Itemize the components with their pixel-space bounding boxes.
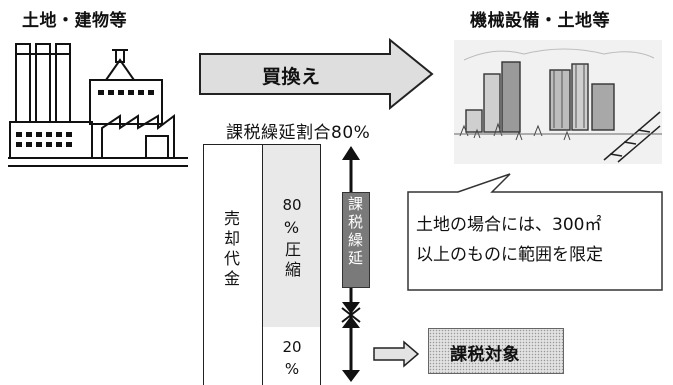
taxable-target-box bbox=[428, 328, 564, 374]
deferral-bar bbox=[342, 192, 370, 288]
left-title: 土地・建物等 bbox=[22, 11, 127, 31]
compressed-percent: 80 bbox=[282, 196, 302, 214]
callout-shape bbox=[407, 173, 663, 291]
deferral-label: 課税繰延 bbox=[346, 196, 364, 268]
remaining-unit: % bbox=[284, 360, 300, 378]
callout-line-1: 土地の場合には、300㎡ bbox=[416, 215, 602, 235]
replacement-arrow bbox=[199, 38, 434, 110]
callout-line-2: 以上のものに範囲を限定 bbox=[416, 245, 603, 265]
right-title: 機械設備・土地等 bbox=[470, 11, 610, 31]
sale-proceeds-column bbox=[203, 144, 263, 385]
compressed-label: %圧縮 bbox=[282, 218, 301, 281]
factory-icon bbox=[8, 43, 188, 167]
remaining-portion bbox=[263, 327, 321, 385]
arrow-label: 買換え bbox=[262, 66, 321, 88]
industrial-scene-icon bbox=[454, 40, 662, 164]
callout-text: 土地の場合には、300㎡ 以上のものに範囲を限定 bbox=[416, 210, 603, 270]
taxable-arrow bbox=[373, 340, 420, 368]
remaining-percent: 20 bbox=[282, 338, 302, 356]
deferral-rate-label: 課税繰延割合80% bbox=[226, 123, 371, 143]
sale-proceeds-label: 売却代金 bbox=[221, 210, 240, 290]
taxable-target-label: 課税対象 bbox=[450, 345, 520, 365]
